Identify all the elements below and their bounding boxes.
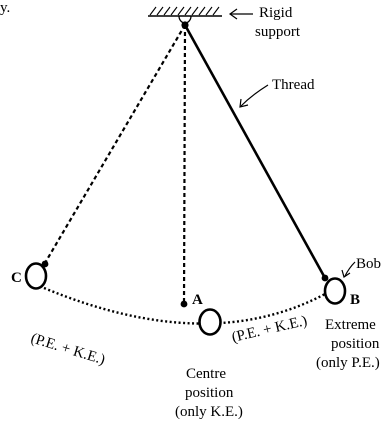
swing-arc (43, 286, 326, 325)
point-a-label: A (192, 292, 203, 308)
point-b-label: B (350, 292, 360, 308)
extreme-position-line3: (only P.E.) (316, 355, 380, 371)
centre-position-line3: (only K.E.) (175, 404, 243, 420)
centre-position-line1: Centre (186, 366, 226, 382)
thread-dashed-centre (182, 24, 187, 304)
bob-label: Bob (356, 256, 381, 272)
rigid-support (148, 6, 222, 24)
attachment-dot-a (180, 300, 188, 308)
text-fragment-top-left: y. (0, 0, 10, 16)
bob-c (24, 262, 48, 290)
energy-label-left-arc: (P.E. + K.E.) (29, 331, 107, 369)
bob-a (198, 308, 222, 336)
extreme-position-line2: position (331, 336, 380, 352)
centre-position-line2: position (185, 385, 234, 401)
extreme-position-line1: Extreme (325, 317, 376, 333)
thread-solid (183, 24, 327, 279)
point-c-label: C (11, 270, 22, 286)
energy-label-right-arc: (P.E. + K.E.) (230, 313, 308, 346)
rigid-support-label-line2: support (255, 24, 301, 40)
bob-b (323, 277, 347, 305)
bob-arrow (341, 261, 356, 278)
thread-arrow (239, 84, 269, 108)
attachment-dot-b (321, 274, 329, 282)
rigid-support-arrow (228, 8, 253, 20)
thread-dashed-left (44, 24, 186, 264)
thread-label: Thread (272, 77, 315, 93)
rigid-support-label-line1: Rigid (259, 5, 293, 21)
